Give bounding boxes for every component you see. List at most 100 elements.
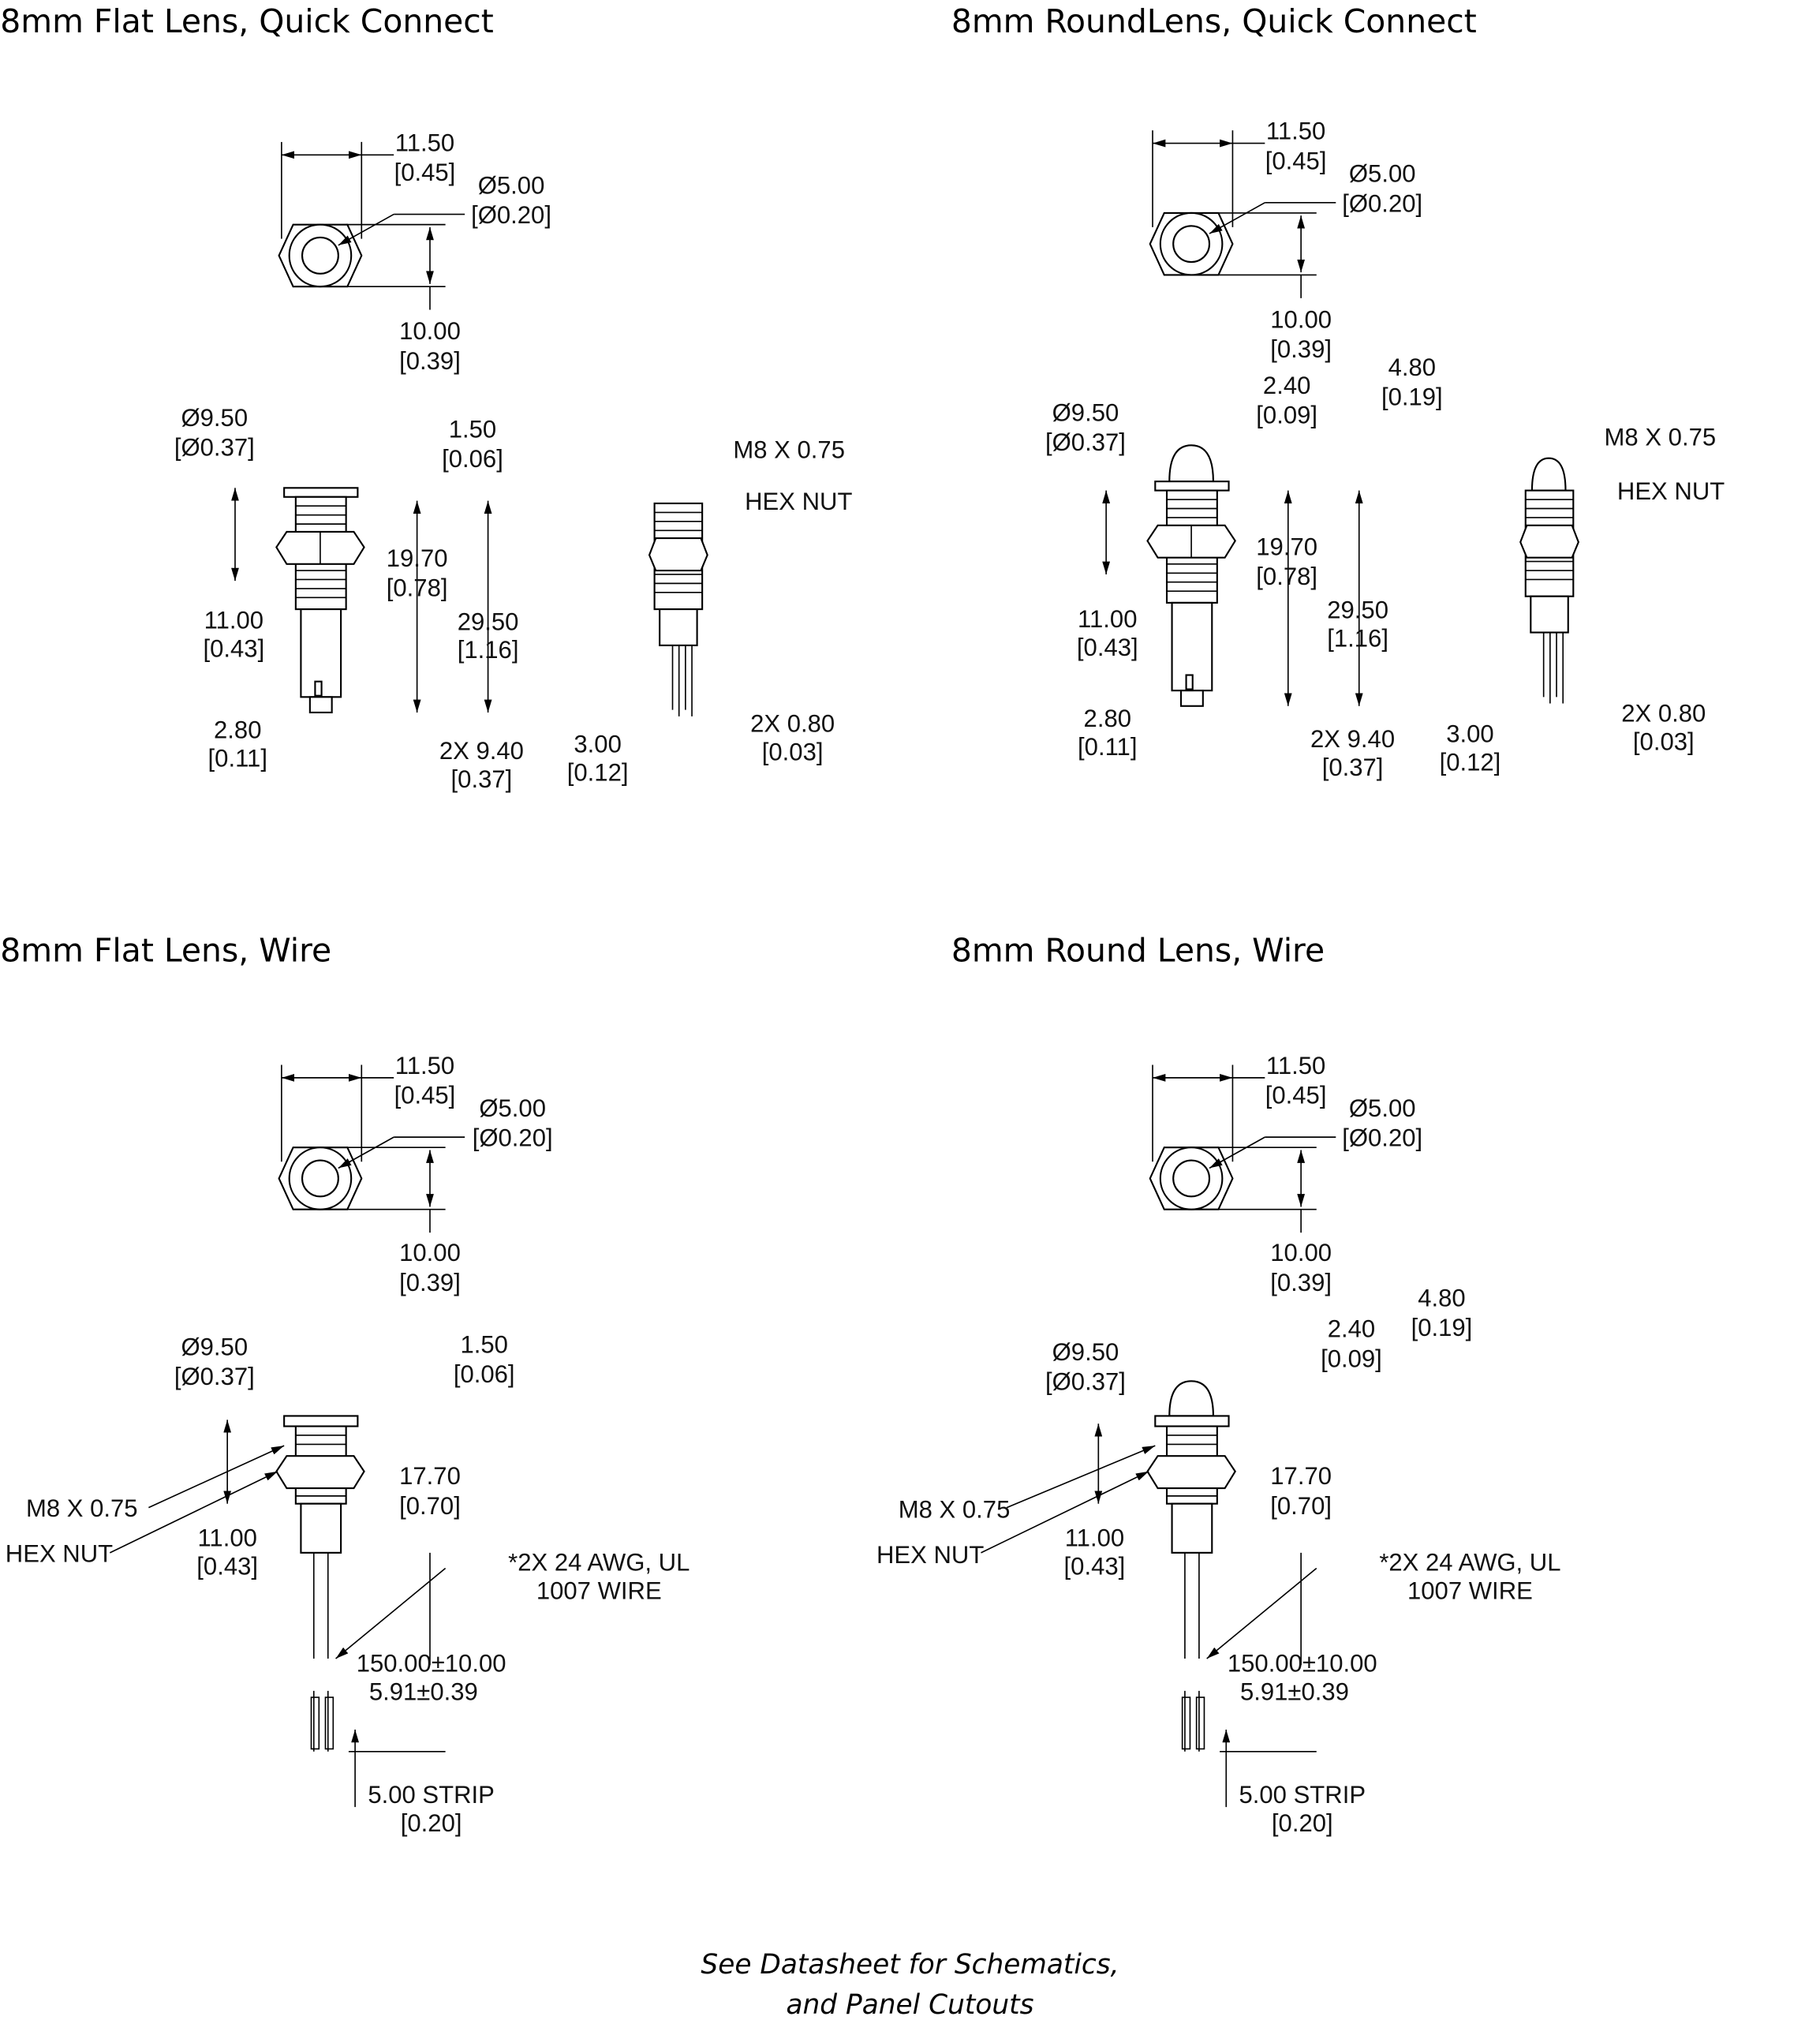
dim-label: Ø9.50 xyxy=(1052,1338,1119,1366)
dim-label: [0.06] xyxy=(454,1360,515,1388)
dim-label: [0.45] xyxy=(1265,1082,1327,1109)
dim-label: [0.43] xyxy=(1077,634,1138,661)
dim-label: 1.50 xyxy=(460,1330,507,1358)
dim-label: 29.50 xyxy=(1327,597,1388,624)
dim-label: 5.91±0.39 xyxy=(1240,1678,1349,1705)
dim-label: 4.80 xyxy=(1388,354,1436,381)
callout-label: M8 X 0.75 xyxy=(733,436,845,464)
dim-label: [0.12] xyxy=(567,759,629,787)
dim-label: 2X 0.80 xyxy=(1621,699,1706,727)
dim-label: [Ø0.20] xyxy=(1342,1124,1422,1152)
dim-label: [Ø0.37] xyxy=(174,433,255,461)
dim-label: 4.80 xyxy=(1418,1284,1465,1311)
dim-label: [Ø0.37] xyxy=(1045,428,1126,456)
dim-label: 11.50 xyxy=(1266,118,1325,145)
panel-title: 8mm Round Lens, Wire xyxy=(951,932,1325,970)
dim-label: [0.03] xyxy=(762,738,824,765)
callout-label: HEX NUT xyxy=(876,1541,984,1569)
side-view-pins-drawing xyxy=(648,502,708,717)
dim-label: [0.78] xyxy=(1256,563,1317,590)
callout-label: HEX NUT xyxy=(6,1539,113,1567)
dim-label: [0.45] xyxy=(1265,147,1327,174)
dim-label: 2.40 xyxy=(1328,1315,1375,1343)
callout-label: HEX NUT xyxy=(745,488,852,515)
dim-label: Ø9.50 xyxy=(181,404,249,432)
dim-label: 2X 9.40 xyxy=(1310,725,1395,753)
dim-label: 17.70 xyxy=(399,1462,461,1490)
dim-label: [0.19] xyxy=(1411,1314,1473,1341)
dim-label: Ø5.00 xyxy=(478,171,545,199)
panel-round-quick-connect: 8mm RoundLens, Quick Connect 11.50 [0.45… xyxy=(951,2,1725,781)
callout-label: HEX NUT xyxy=(1617,477,1725,505)
callout-label: *2X 24 AWG, UL xyxy=(1379,1549,1560,1577)
dim-label: [0.11] xyxy=(1078,733,1137,761)
panel-round-wire: 8mm Round Lens, Wire 11.50 [0.45] Ø5.00 … xyxy=(876,932,1561,1838)
dim-label: 3.00 xyxy=(1446,720,1493,748)
callout-label: M8 X 0.75 xyxy=(26,1494,138,1522)
dim-label: Ø9.50 xyxy=(1052,398,1119,426)
dim-label: Ø5.00 xyxy=(1349,160,1416,188)
dim-label: 2.80 xyxy=(1084,705,1131,732)
dim-label: [0.09] xyxy=(1256,402,1317,429)
dim-label: 10.00 xyxy=(399,317,461,345)
dim-label: 11.50 xyxy=(395,1052,454,1079)
dim-label: 29.50 xyxy=(458,608,519,635)
dim-label: 11.50 xyxy=(395,129,454,156)
dim-label: [0.11] xyxy=(208,745,267,772)
dim-label: 2.40 xyxy=(1263,372,1310,399)
dim-label: Ø5.00 xyxy=(479,1094,546,1122)
dim-label: 19.70 xyxy=(387,544,448,572)
footer-note: See Datasheet for Schematics, xyxy=(701,1949,1119,1981)
dim-label: [0.37] xyxy=(451,765,513,793)
panel-title: 8mm Flat Lens, Quick Connect xyxy=(0,2,494,40)
dim-label: [0.39] xyxy=(1270,335,1332,363)
round-lens-dome xyxy=(1168,1380,1214,1417)
dim-label: [0.39] xyxy=(1270,1269,1332,1296)
dim-label: 2.80 xyxy=(214,716,261,744)
dim-label: [0.45] xyxy=(394,159,456,186)
dim-label: 2X 0.80 xyxy=(750,709,835,737)
side-view-drawing xyxy=(1146,489,1236,707)
dim-label: Ø5.00 xyxy=(1349,1094,1416,1122)
dim-label: 10.00 xyxy=(1270,305,1332,333)
flat-lens-flange xyxy=(283,1415,359,1427)
dim-label: 11.00 xyxy=(197,1524,256,1552)
dim-label: [0.39] xyxy=(399,347,461,375)
dim-label: [0.19] xyxy=(1381,383,1443,411)
dim-label: [0.45] xyxy=(394,1082,456,1109)
callout-label: M8 X 0.75 xyxy=(1605,423,1717,451)
dim-label: [0.43] xyxy=(1064,1553,1126,1580)
dim-label: 5.00 STRIP xyxy=(368,1781,495,1809)
dim-label: 10.00 xyxy=(399,1239,461,1266)
callout-label: M8 X 0.75 xyxy=(899,1496,1011,1524)
dim-label: 5.00 STRIP xyxy=(1239,1781,1366,1809)
dim-label: [Ø0.20] xyxy=(473,1124,553,1152)
dim-label: [0.20] xyxy=(1272,1809,1333,1837)
dim-label: [Ø0.37] xyxy=(174,1363,255,1390)
dim-label: [0.37] xyxy=(1322,754,1384,781)
panel-title: 8mm Flat Lens, Wire xyxy=(0,932,331,970)
dim-label: 11.00 xyxy=(1078,605,1137,633)
dim-label: 150.00±10.00 xyxy=(357,1649,506,1677)
dim-label: 150.00±10.00 xyxy=(1228,1649,1377,1677)
dim-label: [0.70] xyxy=(1270,1492,1332,1520)
dim-label: [0.78] xyxy=(387,574,448,602)
round-lens-dome xyxy=(1168,444,1214,483)
dim-label: 10.00 xyxy=(1270,1239,1332,1266)
dim-label: 2X 9.40 xyxy=(439,737,524,765)
dim-label: 19.70 xyxy=(1256,533,1317,560)
panel-flat-wire: 8mm Flat Lens, Wire 11.50 [0.45] Ø5.00 [… xyxy=(0,932,690,1838)
dim-label: 3.00 xyxy=(574,731,621,758)
dim-label: Ø9.50 xyxy=(181,1334,249,1361)
dim-label: [0.03] xyxy=(1633,728,1695,755)
dim-label: [Ø0.37] xyxy=(1045,1368,1126,1396)
dim-label: [0.43] xyxy=(203,635,264,663)
dim-label: [Ø0.20] xyxy=(471,201,551,229)
panel-flat-quick-connect: 8mm Flat Lens, Quick Connect 11.50 [0.45… xyxy=(0,2,852,793)
dim-label: [Ø0.20] xyxy=(1342,189,1422,217)
dim-label: [0.06] xyxy=(442,445,503,473)
footer-note: and Panel Cutouts xyxy=(787,1989,1034,2020)
dim-label: [0.70] xyxy=(399,1492,461,1520)
dim-label: [0.09] xyxy=(1321,1345,1382,1372)
